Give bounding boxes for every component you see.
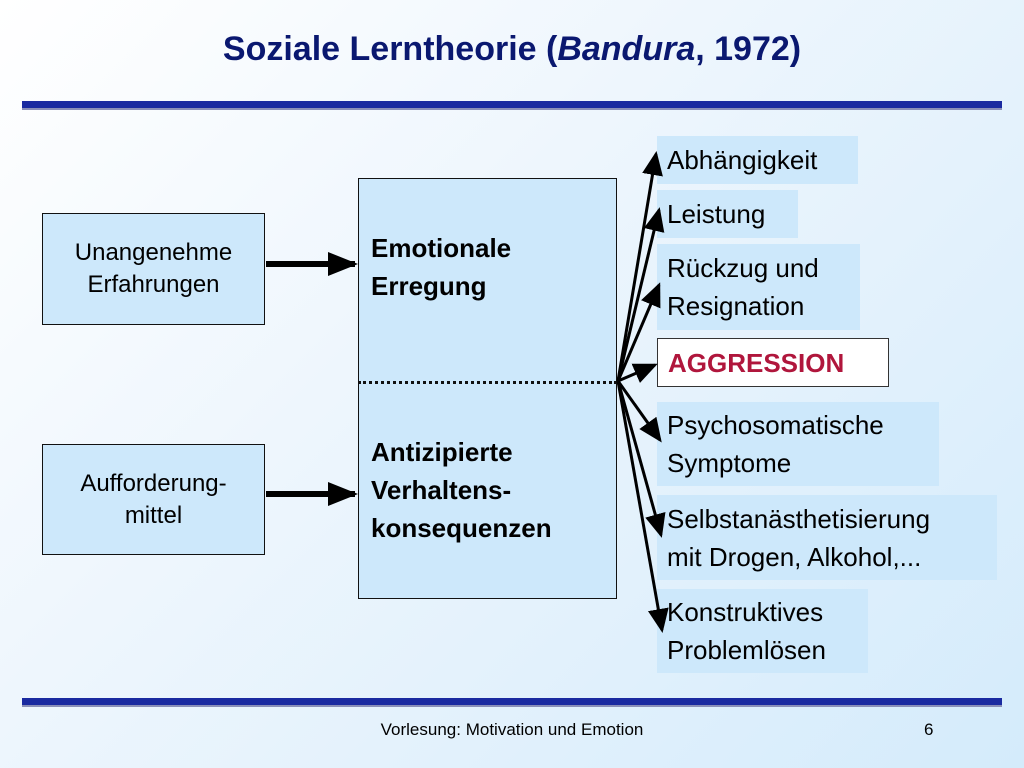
central-divider	[358, 381, 617, 384]
footer-text: Vorlesung: Motivation und Emotion	[380, 720, 644, 739]
slide-title: Soziale Lerntheorie (Bandura, 1972)	[0, 30, 1024, 69]
outcome-abhaengigkeit: Abhängigkeit	[657, 136, 858, 184]
title-suffix: , 1972)	[695, 30, 802, 68]
central-label-top: Emotionale Erregung	[371, 233, 512, 301]
top-rule	[22, 101, 1002, 110]
outcome-selbstanaesthetisierung: Selbstanästhetisierung mit Drogen, Alkoh…	[657, 495, 997, 580]
outcome-problemloesen: Konstruktives Problemlösen	[657, 589, 868, 673]
central-label-bottom: Antizipierte Verhaltens- konsequenzen	[371, 437, 552, 543]
input-unangenehme-erfahrungen: Unangenehme Erfahrungen	[42, 213, 265, 325]
title-prefix: Soziale Lerntheorie (	[222, 30, 558, 68]
input-aufforderungmittel: Aufforderung- mittel	[42, 444, 265, 555]
central-box: Emotionale Erregung Antizipierte Verhalt…	[358, 178, 617, 599]
page-number: 6	[924, 720, 934, 739]
title-author: Bandura	[557, 30, 696, 68]
bottom-rule	[22, 698, 1002, 707]
outcome-rueckzug: Rückzug und Resignation	[657, 244, 860, 330]
outcome-aggression: AGGRESSION	[657, 338, 889, 387]
arrow-to-selbstanaesthetisierung	[616, 380, 666, 538]
arrow-to-problemloesen	[616, 380, 669, 633]
outcome-psychosomatik: Psychosomatische Symptome	[657, 402, 939, 486]
arrow-to-aggression	[617, 363, 658, 383]
outcome-leistung: Leistung	[657, 190, 798, 238]
arrow-to-psychosomatik	[616, 380, 662, 443]
arrow-to-abhaengigkeit	[616, 151, 663, 382]
arrow-to-leistung	[616, 207, 665, 382]
arrow-to-rueckzug	[616, 282, 661, 382]
